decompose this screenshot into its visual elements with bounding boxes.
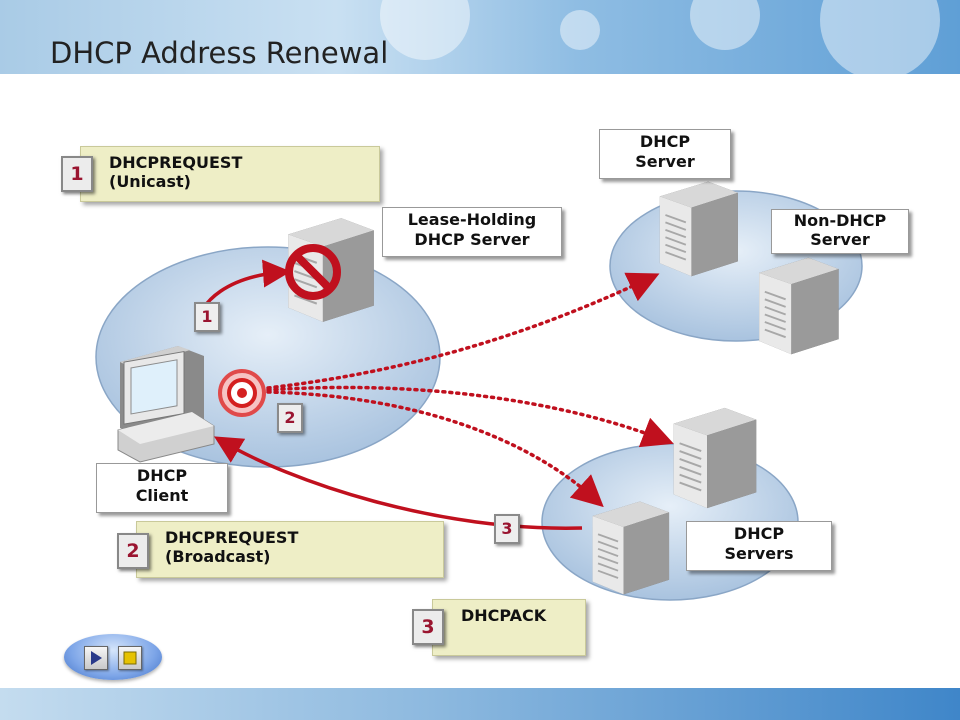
step-2-number: 2 [117,533,149,569]
step-3-callout: DHCPACK [432,599,586,656]
step-2-callout: DHCPREQUEST(Broadcast) [136,521,444,578]
page-title: DHCP Address Renewal [50,36,389,70]
server-icon [287,217,375,323]
stop-icon [123,651,137,665]
step-1-title: DHCPREQUEST [109,153,243,172]
broadcast-target-icon [218,369,266,417]
header-banner [0,0,960,80]
server-icon [591,500,671,596]
arrow-tag-1: 1 [194,302,220,332]
play-icon [91,651,102,665]
stop-button[interactable] [118,646,142,670]
arrow-tag-2: 2 [277,403,303,433]
server-icon [658,180,739,278]
step-1-number: 1 [61,156,93,192]
step-3-number: 3 [412,609,444,645]
play-button[interactable] [84,646,108,670]
step-2-title: DHCPREQUEST [165,528,299,547]
computer-icon [117,346,215,463]
server-icon [672,406,758,510]
playback-controls [64,634,162,680]
arrow-tag-3: 3 [494,514,520,544]
server-icon [758,256,840,356]
step-1-subtitle: (Unicast) [109,172,191,191]
step-3-title: DHCPACK [461,606,547,625]
footer-banner [0,688,960,720]
step-1-callout: DHCPREQUEST(Unicast) [80,146,380,202]
step-2-subtitle: (Broadcast) [165,547,271,566]
